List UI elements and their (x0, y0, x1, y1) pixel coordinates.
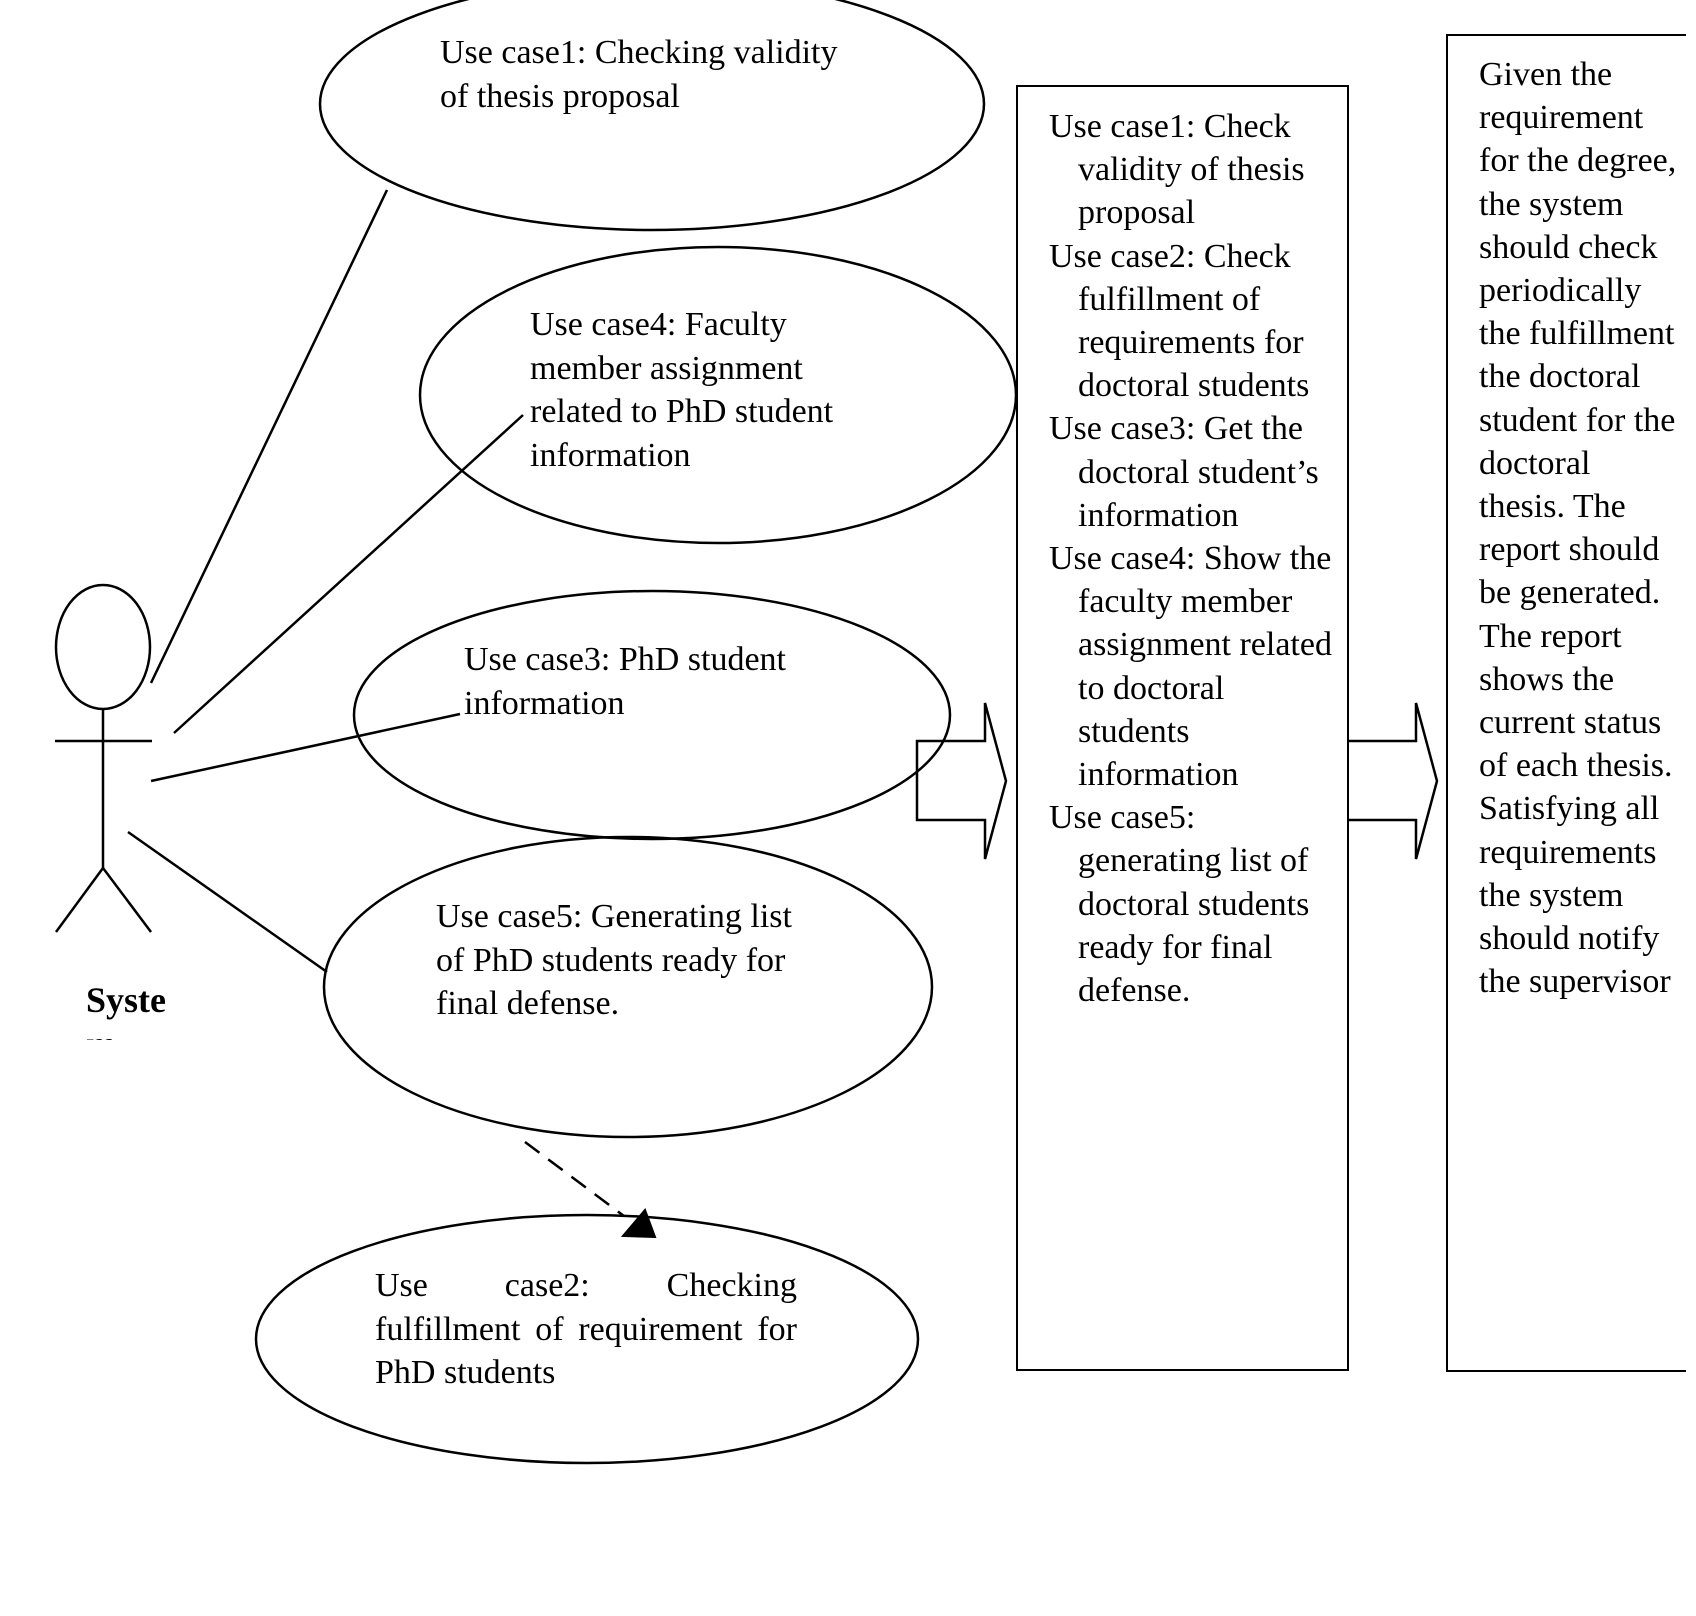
use-case-list-item-3: Use case3: Get the doctoral student’s in… (1049, 410, 1319, 534)
association-uc4 (173, 414, 524, 734)
use-case-5-ellipse (322, 835, 934, 1139)
block-arrow-1 (915, 702, 1008, 860)
use-case-list-box: Use case1: Check validity of thesis prop… (1016, 85, 1349, 1371)
use-case-list-item-4: Use case4: Show the faculty member assig… (1049, 540, 1332, 794)
actor-stick-figure (54, 583, 152, 933)
use-case-2-ellipse (254, 1213, 920, 1465)
association-uc3 (150, 712, 461, 783)
block-arrow-2 (1349, 702, 1439, 860)
use-case-4-label: Use case4: Faculty member assignment rel… (530, 306, 834, 474)
use-case-list-item-1: Use case1: Check validity of thesis prop… (1049, 108, 1305, 232)
use-case-1-label: Use case1: Checking validity of thesis p… (440, 34, 838, 115)
use-case-3-ellipse (352, 589, 952, 841)
actor-left-leg (54, 867, 105, 933)
use-case-3-label: Use case3: PhD student information (464, 641, 787, 722)
requirement-text: Given the requirement for the degree, th… (1479, 56, 1677, 1001)
actor-right-leg (102, 867, 152, 933)
association-uc1 (149, 189, 389, 684)
use-case-list-item-2: Use case2: Check fulfillment of requirem… (1049, 237, 1310, 405)
actor-head (54, 583, 152, 711)
use-case-list-item-5: Use case5: generating list of doctoral s… (1049, 799, 1310, 1010)
include-dependency (524, 1140, 625, 1218)
include-arrowhead (620, 1208, 657, 1239)
requirement-box: Given the requirement for the degree, th… (1446, 34, 1686, 1372)
use-case-5-label: Use case5: Generating list of PhD studen… (436, 898, 792, 1022)
actor-label: System (86, 980, 166, 1040)
use-case-2-label: Use case2: Checking fulfillment of requi… (375, 1267, 797, 1391)
association-uc5 (127, 830, 328, 974)
use-case-list: Use case1: Check validity of thesis prop… (1049, 105, 1339, 1012)
use-case-1-ellipse (318, 0, 986, 232)
